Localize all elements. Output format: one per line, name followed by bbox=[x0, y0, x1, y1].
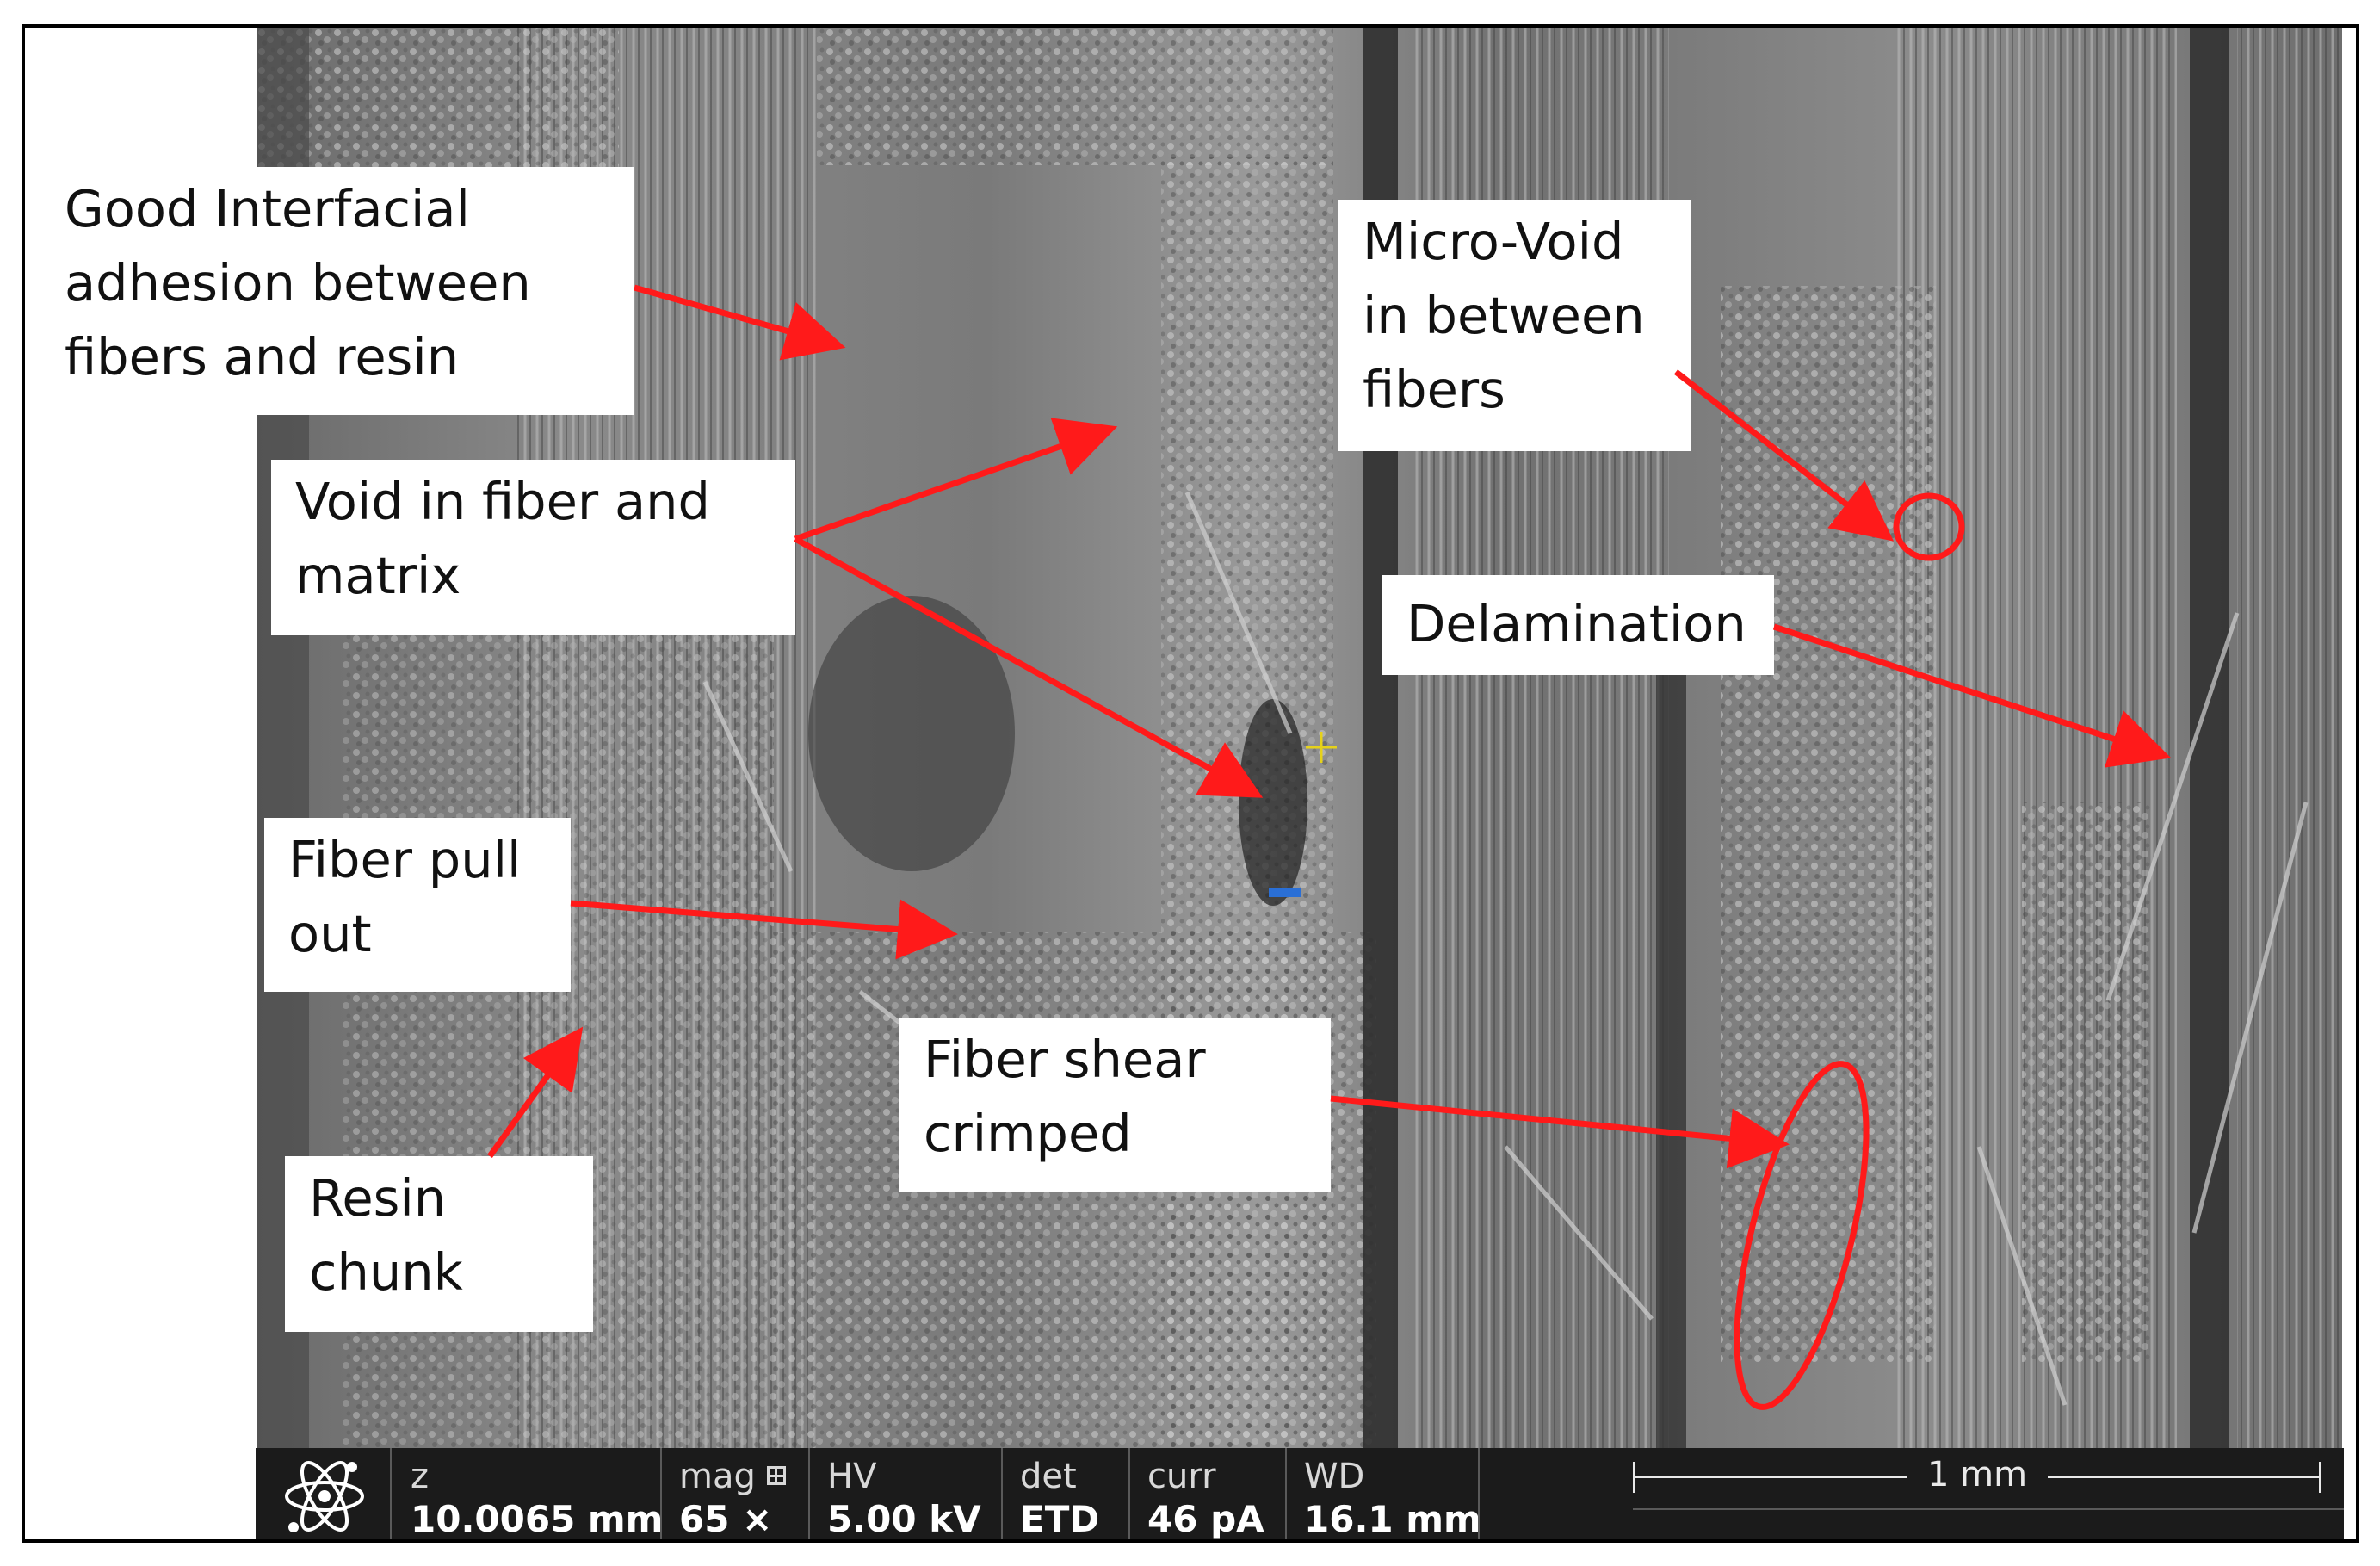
field-wd: WD 16.1 mm bbox=[1287, 1448, 1481, 1540]
label-line: Fiber pull bbox=[288, 830, 522, 889]
separator bbox=[660, 1448, 662, 1539]
scale-bar-line-left bbox=[1633, 1476, 1907, 1478]
label-line: Resin bbox=[309, 1168, 447, 1228]
label-good-interfacial-adhesion: Good Interfacial adhesion between fibers… bbox=[25, 167, 634, 415]
label-line: chunk bbox=[309, 1242, 463, 1302]
label-micro-void: Micro-Void in between fibers bbox=[1338, 200, 1691, 451]
label-delamination: Delamination bbox=[1382, 575, 1774, 675]
mag-label-text: mag bbox=[679, 1457, 756, 1496]
sem-data-bar: z 10.0065 mm mag 65 × HV 5.00 kV det ETD… bbox=[256, 1448, 2344, 1540]
crosshair-marker bbox=[1306, 732, 1337, 763]
separator bbox=[390, 1448, 392, 1539]
field-mag: mag 65 × bbox=[662, 1448, 808, 1540]
field-hv: HV 5.00 kV bbox=[810, 1448, 1001, 1540]
scale-bar-label: 1 mm bbox=[1926, 1455, 2028, 1495]
scale-bar-tick-right bbox=[2319, 1462, 2321, 1493]
field-value: 5.00 kV bbox=[827, 1498, 981, 1540]
grid-square-icon bbox=[766, 1466, 786, 1485]
atom-icon bbox=[285, 1461, 364, 1532]
field-value: 46 pA bbox=[1147, 1498, 1264, 1540]
label-resin-chunk: Resin chunk bbox=[285, 1156, 593, 1332]
scale-bar-underline bbox=[1633, 1508, 2344, 1510]
label-line: matrix bbox=[295, 546, 461, 605]
label-line: Micro-Void bbox=[1363, 212, 1624, 271]
scale-bar-tick-left bbox=[1633, 1462, 1635, 1493]
separator bbox=[1285, 1448, 1287, 1539]
label-fiber-pull-out: Fiber pull out bbox=[264, 818, 571, 992]
label-line: Delamination bbox=[1406, 594, 1746, 653]
label-line: out bbox=[288, 904, 372, 963]
field-value: 65 × bbox=[679, 1498, 773, 1540]
field-label: WD bbox=[1304, 1457, 1365, 1496]
label-line: fibers and resin bbox=[65, 327, 460, 387]
blue-marker bbox=[1269, 888, 1301, 897]
field-label: z bbox=[411, 1457, 429, 1496]
field-label: HV bbox=[827, 1457, 877, 1496]
separator bbox=[1478, 1448, 1480, 1539]
label-line: in between bbox=[1363, 286, 1645, 345]
field-curr: curr 46 pA bbox=[1130, 1448, 1285, 1540]
field-label: mag bbox=[679, 1457, 786, 1496]
separator bbox=[1001, 1448, 1003, 1539]
scale-bar: 1 mm bbox=[1633, 1455, 2321, 1500]
field-det: det ETD bbox=[1003, 1448, 1128, 1540]
label-line: Fiber shear bbox=[924, 1030, 1206, 1089]
field-value: ETD bbox=[1020, 1498, 1100, 1540]
field-value: 16.1 mm bbox=[1304, 1498, 1481, 1540]
field-label: curr bbox=[1147, 1457, 1216, 1496]
separator bbox=[1128, 1448, 1130, 1539]
label-void-in-fiber-and-matrix: Void in fiber and matrix bbox=[271, 460, 795, 635]
label-line: Good Interfacial bbox=[65, 179, 470, 238]
field-z: z 10.0065 mm bbox=[393, 1448, 664, 1540]
field-label: det bbox=[1020, 1457, 1077, 1496]
separator bbox=[808, 1448, 810, 1539]
label-line: fibers bbox=[1363, 360, 1505, 419]
label-line: crimped bbox=[924, 1104, 1132, 1163]
scale-bar-line-right bbox=[2048, 1476, 2321, 1478]
label-fiber-shear-crimped: Fiber shear crimped bbox=[899, 1018, 1331, 1192]
label-line: adhesion between bbox=[65, 253, 531, 313]
sem-figure: Good Interfacial adhesion between fibers… bbox=[22, 24, 2359, 1543]
label-line: Void in fiber and bbox=[295, 472, 710, 531]
field-value: 10.0065 mm bbox=[411, 1498, 664, 1540]
